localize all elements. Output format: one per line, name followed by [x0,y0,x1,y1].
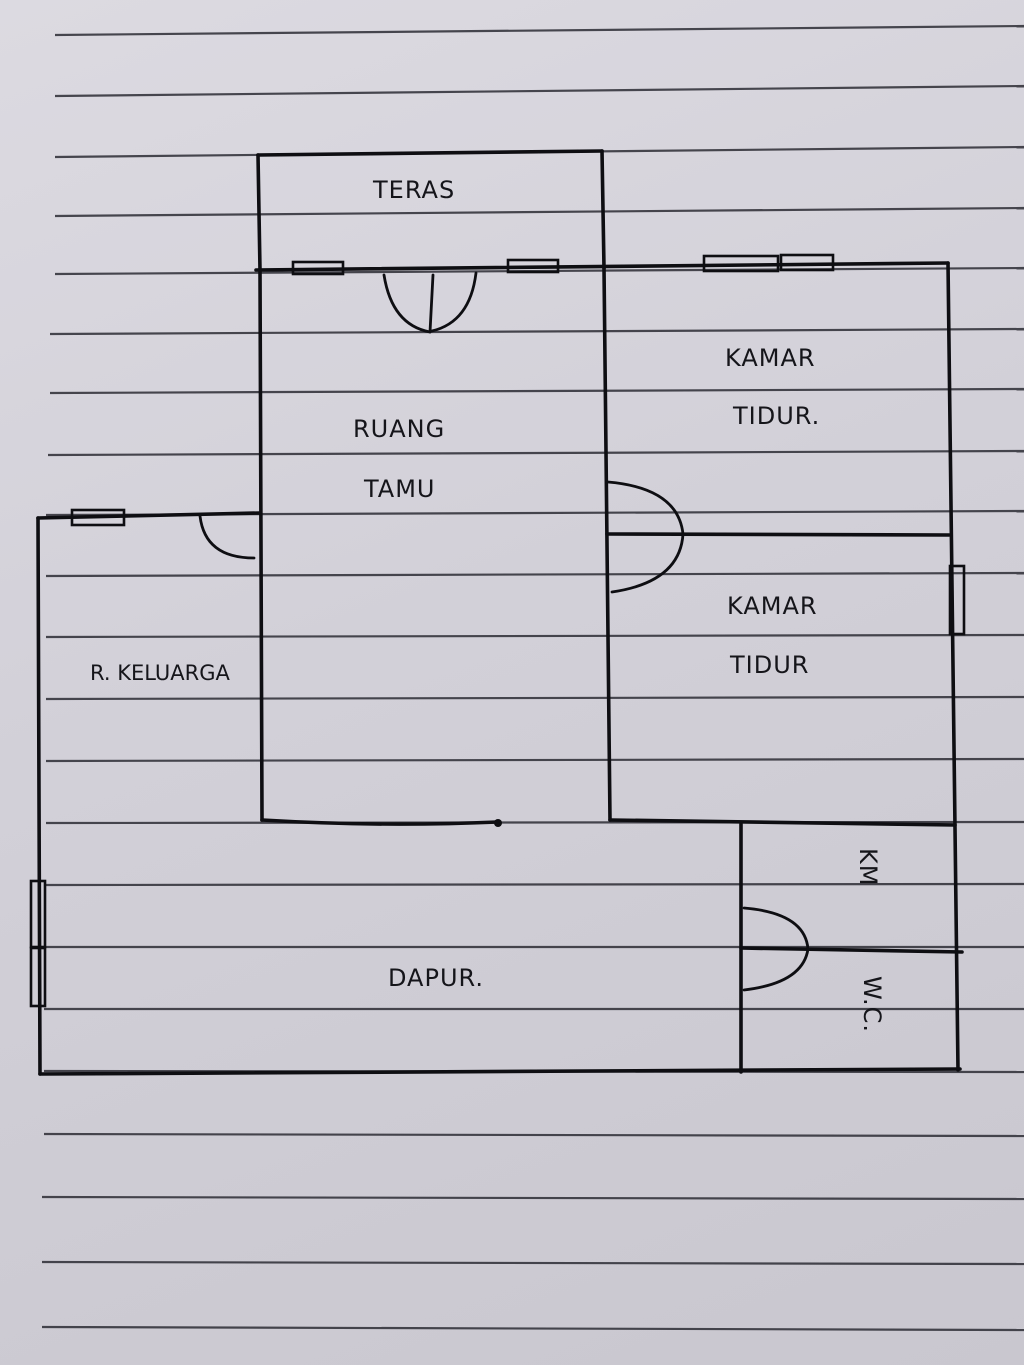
family-room-door-icon [198,514,256,560]
kitchen-label: DAPUR. [388,964,484,992]
rule-line [45,633,1024,639]
rule-line [41,1325,1024,1332]
rule-line [41,1195,1024,1201]
right-outer-wall [946,261,960,1072]
front-door-icon [382,271,478,334]
bedroom-door-icon [606,480,685,594]
window-icon [29,879,47,1008]
rule-line [47,449,1024,457]
bedroom-1-label-line1: KAMAR [725,344,816,372]
bathroom-door-icon [742,906,810,992]
window-icon [702,253,835,273]
bedroom-divider [605,532,951,537]
toilet-label: W.C. [858,976,886,1033]
living-room-walls [258,266,612,827]
bedroom-1-label-line2: TIDUR. [732,402,820,430]
family-room-label: R. KELUARGA [90,661,230,685]
window-icon [506,258,560,274]
living-room-label-line1: RUANG [353,415,445,443]
living-room-label-line2: TAMU [363,475,436,503]
rule-line [41,1260,1024,1266]
terrace [256,149,606,272]
rule-line [43,1132,1024,1138]
rule-line [45,882,1024,887]
window-icon [948,564,966,636]
front-wall [254,261,950,272]
window-icon [70,508,126,527]
bathroom-label: KM [854,848,882,886]
bedroom-2-label-line1: KAMAR [727,592,818,620]
rule-line [54,206,1024,218]
rule-line [49,327,1024,336]
rule-line [54,24,1024,37]
window-icon [291,260,345,276]
terrace-label: TERAS [372,176,455,204]
rule-line [54,84,1024,98]
rule-line [45,571,1024,578]
bedroom-2-label-line2: TIDUR [729,651,809,679]
rule-line [45,695,1024,701]
bathroom-walls [739,822,964,1074]
rule-line [49,387,1024,395]
rule-line [45,757,1024,763]
family-room-walls [36,511,962,1076]
bedroom-bottom-wall [608,818,957,827]
